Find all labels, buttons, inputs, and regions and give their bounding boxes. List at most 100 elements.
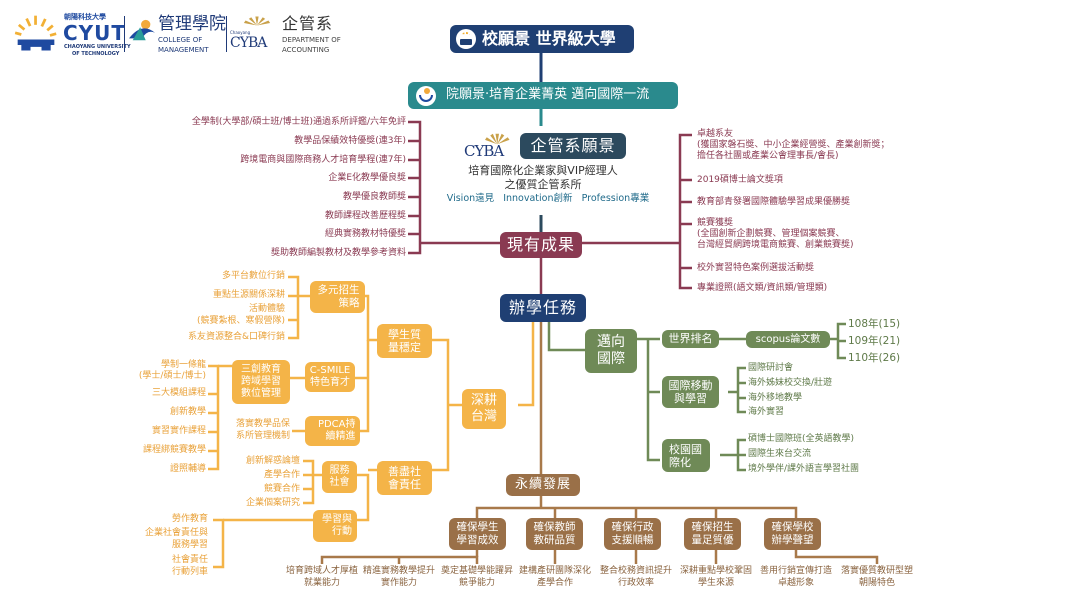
csmile-item: 實習實作課程 bbox=[151, 426, 206, 436]
goal-item: 培育跨域人才厚植就業能力 bbox=[286, 565, 358, 589]
campus-item: 境外學伴/課外語言學習社團 bbox=[748, 464, 860, 474]
campus-item: 碩博士國際班(全英語教學) bbox=[748, 434, 855, 444]
student-quality-title: 學生質量穩定 bbox=[388, 328, 421, 354]
goal-node: 確保招生量足質優 bbox=[684, 518, 741, 550]
ranking-title: 世界排名 bbox=[668, 331, 713, 345]
pdca-sub: 落實教學品保 bbox=[235, 419, 290, 429]
learning-title: 學習與行動 bbox=[322, 514, 352, 537]
goal-item: 善用行銷宣傳打造卓越形象 bbox=[760, 565, 832, 589]
goal-item: 深耕重點學校鞏固學生來源 bbox=[680, 565, 752, 589]
scopus-year: 110年(26) bbox=[848, 352, 901, 364]
achievement-left-item: 教師課程改善歷程獎 bbox=[324, 211, 406, 221]
learning-item: 行動列車 bbox=[171, 567, 208, 577]
international-title: 邁向國際 bbox=[597, 334, 625, 367]
scopus-year: 108年(15) bbox=[848, 318, 901, 330]
goal-item-text: 培育跨域人才厚植就業能力 bbox=[286, 566, 359, 588]
cyut-logo: 朝陽科技大學 CYUT CHAOYANG UNIVERSITY OF TECHN… bbox=[14, 12, 131, 57]
international-connectors bbox=[547, 322, 846, 472]
achievements-connectors bbox=[408, 120, 692, 296]
pdca-title: PDCA持續精進 bbox=[317, 419, 356, 442]
achievement-right-line: (全國創新企劃競賽、管理個案競賽、 bbox=[697, 229, 845, 239]
goal-item: 建構產研團隊深化產學合作 bbox=[519, 565, 591, 589]
college-name-cn: 管理學院 bbox=[158, 14, 226, 34]
dept-name-cn: 企管系 bbox=[282, 14, 334, 33]
csmile-title: C-SMILE特色育才 bbox=[309, 365, 351, 388]
goal-item-text: 整合校務資訊提升行政效率 bbox=[600, 566, 673, 588]
college-logo: 管理學院 COLLEGE OF MANAGEMENT bbox=[127, 12, 227, 56]
achievement-right-item: 2019碩博士論文獎項 bbox=[697, 175, 783, 185]
dept-sun-icon bbox=[243, 16, 271, 26]
scopus-label: scopus論文數 bbox=[755, 333, 821, 345]
goal-item-text: 深耕重點學校鞏固學生來源 bbox=[680, 566, 753, 588]
cyut-name-cn: 朝陽科技大學 bbox=[64, 13, 106, 21]
achievement-right-line: 競賽獲獎 bbox=[697, 218, 734, 228]
scopus-year: 109年(21) bbox=[848, 335, 901, 347]
goal-node: 確保教師教研品質 bbox=[526, 518, 583, 550]
recruit-node: 多元招生策略 bbox=[310, 281, 365, 313]
mobility-item: 海外移地教學 bbox=[748, 393, 803, 403]
mobility-node: 國際移動與學習 bbox=[662, 376, 719, 408]
csmile-sub-title: 三創教育跨域學習數位管理 bbox=[241, 364, 281, 399]
college-name-en-2: MANAGEMENT bbox=[158, 46, 209, 54]
logo-divider bbox=[226, 16, 227, 52]
goal-item-text: 奠定基礎學能躍昇競爭能力 bbox=[441, 566, 514, 588]
achievement-right-item: 專業證照(語文類/資訊類/管理類) bbox=[697, 283, 828, 293]
achievement-left-item: 全學制(大學部/碩士班/博士班)通過系所評鑑/六年免評 bbox=[191, 117, 406, 127]
college-vision-node: 院願景‧培育企業菁英 邁向國際一流 bbox=[408, 82, 678, 109]
pdca-node: PDCA持續精進 bbox=[305, 416, 360, 446]
dept-vision-logo: CYBA bbox=[464, 131, 520, 159]
goal-item: 奠定基礎學能躍昇競爭能力 bbox=[441, 565, 513, 589]
ranking-node: 世界排名 bbox=[662, 330, 719, 348]
campus-title: 校園國際化 bbox=[669, 442, 702, 469]
achievement-right-item: 卓越系友 (獲國家磐石獎、中小企業經營獎、產業創新獎； 擔任各社團或產業公會理事… bbox=[697, 129, 890, 162]
csmile-item: (學士/碩士/博士) bbox=[138, 371, 206, 381]
sustainable-node: 永續發展 bbox=[506, 474, 580, 496]
achievement-left-item: 跨境電商與國際商務人才培育學程(連7年) bbox=[240, 155, 406, 165]
dept-logo: Chaoyang CYBA 企管系 DEPARTMENT OF ACCOUNTI… bbox=[230, 12, 341, 56]
mission-node: 辦學任務 bbox=[500, 294, 586, 322]
social-node: 善盡社會責任 bbox=[377, 461, 432, 495]
recruit-item: 多平台數位行銷 bbox=[221, 271, 285, 281]
achievement-left-item: 經典實務教材特優獎 bbox=[324, 229, 406, 239]
taiwan-title: 深耕台灣 bbox=[470, 393, 497, 424]
cyut-gear-icon bbox=[14, 15, 57, 51]
goal-node: 確保學校辦學聲望 bbox=[764, 518, 821, 550]
goal-item-text: 建構產研團隊深化產學合作 bbox=[519, 566, 592, 588]
dept-vision-logo-text: CYBA bbox=[464, 142, 504, 160]
service-item: 產學合作 bbox=[263, 470, 300, 480]
recruit-item: 重點生源關係深耕 bbox=[212, 290, 285, 300]
service-item: 競賽合作 bbox=[263, 484, 300, 494]
social-title: 善盡社會責任 bbox=[388, 465, 421, 491]
learning-item: 企業社會責任與 bbox=[144, 528, 208, 538]
learning-item: 服務學習 bbox=[171, 540, 208, 550]
goal-item-text: 落實優質教研型塑朝陽特色 bbox=[841, 566, 914, 588]
logo-divider bbox=[124, 16, 125, 52]
campus-node: 校園國際化 bbox=[662, 439, 710, 472]
mobility-item: 海外實習 bbox=[748, 407, 785, 417]
achievement-left-item: 企業E化教學優良獎 bbox=[328, 173, 406, 183]
service-node: 服務社會 bbox=[322, 461, 357, 493]
goal-node: 確保學生學習成效 bbox=[449, 518, 506, 550]
dept-vision-desc-1: 培育國際化企業家與VIP經理人 bbox=[468, 164, 618, 177]
csmile-sub-node: 三創教育跨域學習數位管理 bbox=[232, 360, 290, 404]
dept-logo-text: CYBA bbox=[230, 35, 267, 51]
goal-title: 確保學生學習成效 bbox=[456, 521, 499, 546]
campus-item: 國際生來台交流 bbox=[748, 449, 812, 459]
csmile-item: 創新教學 bbox=[169, 407, 206, 417]
sustainable-title: 永續發展 bbox=[514, 476, 571, 492]
achievement-left-item: 教學品保績效特優獎(連3年) bbox=[294, 136, 406, 146]
achievements-node: 現有成果 bbox=[500, 232, 582, 258]
dept-name-en-1: DEPARTMENT OF bbox=[282, 36, 341, 44]
dept-name-en-2: ACCOUNTING bbox=[282, 46, 330, 54]
cyut-name-en-1: CHAOYANG UNIVERSITY bbox=[64, 44, 131, 50]
achievement-right-item: 校外實習特色案例選拔活動獎 bbox=[697, 263, 815, 273]
college-vision-text: 院願景‧培育企業菁英 邁向國際一流 bbox=[446, 87, 650, 103]
dept-vision-node: 企管系願景 bbox=[520, 133, 626, 159]
learning-item: 勞作教育 bbox=[171, 514, 208, 524]
pdca-sub: 系所管理機制 bbox=[235, 431, 290, 441]
goal-title: 確保學校辦學聲望 bbox=[771, 521, 814, 546]
learning-node: 學習與行動 bbox=[313, 510, 357, 542]
college-name-en-1: COLLEGE OF bbox=[158, 36, 203, 44]
goal-item: 整合校務資訊提升行政效率 bbox=[600, 565, 672, 589]
